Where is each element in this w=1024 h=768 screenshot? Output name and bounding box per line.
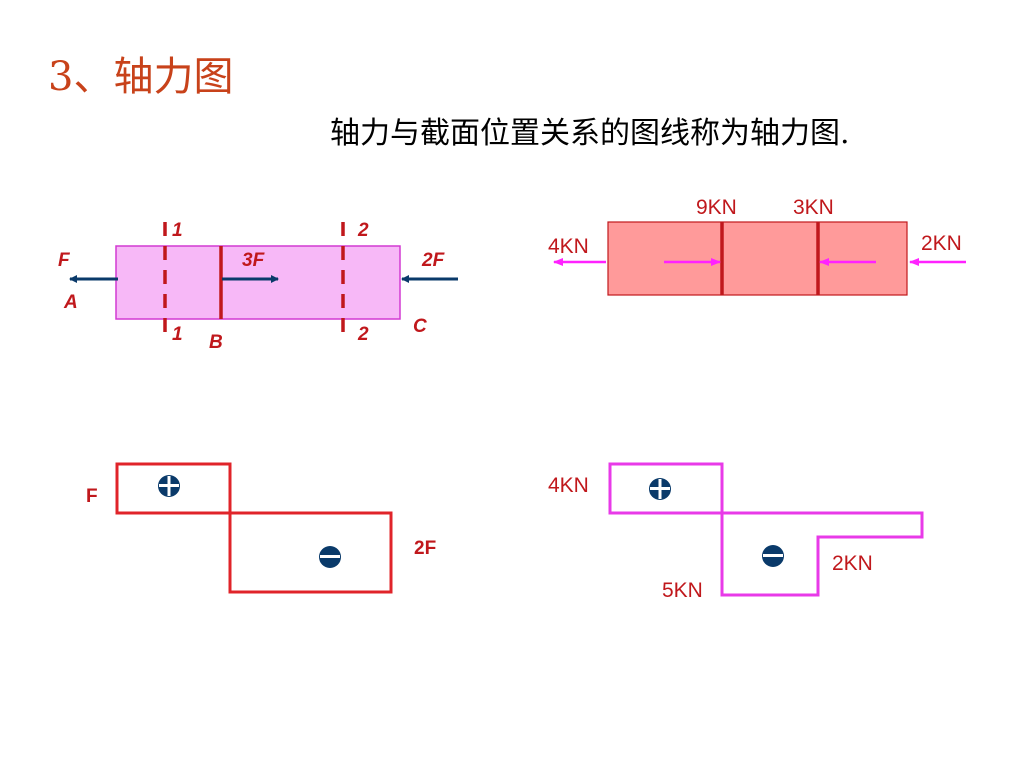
section2-top-label: 2 [357,220,369,241]
slide-title: 3、轴力图 [48,54,234,100]
label-3f: 3F [242,250,266,271]
label-2f: 2F [421,250,446,271]
section1-bottom-label: 1 [172,324,183,345]
minus-circle-icon [762,545,784,567]
label-b: B [209,332,223,353]
label-f: F [58,250,71,271]
label-2kn: 2KN [921,232,962,255]
right-axial-force-diagram: 4KN 2KN 5KN [548,462,924,602]
left-bar-group: F A 3F 2F B C 1 1 2 2 [58,220,458,353]
left-diagram-label-f: F [86,486,98,507]
plus-circle-icon [649,478,671,500]
label-4kn: 4KN [548,235,589,258]
left-diagram-outline [115,462,393,594]
label-c: C [413,316,427,337]
slide-subtitle: 轴力与截面位置关系的图线称为轴力图. [330,116,850,151]
label-9kn: 9KN [696,196,737,219]
label-3kn: 3KN [793,196,834,219]
right-diagram-outline [608,462,924,597]
minus-circle-icon [319,546,341,568]
label-a: A [63,292,78,313]
right-bar-group: 9KN 3KN 4KN 2KN [548,196,966,296]
left-diagram-label-2f: 2F [414,538,436,559]
right-diagram-label-2kn: 2KN [832,552,873,575]
right-bar-body [607,221,908,296]
plus-circle-icon [158,475,180,497]
right-diagram-label-5kn: 5KN [662,579,703,602]
left-axial-force-diagram: F 2F [86,462,436,594]
section2-bottom-label: 2 [357,324,369,345]
section1-top-label: 1 [172,220,183,241]
right-diagram-label-4kn: 4KN [548,474,589,497]
